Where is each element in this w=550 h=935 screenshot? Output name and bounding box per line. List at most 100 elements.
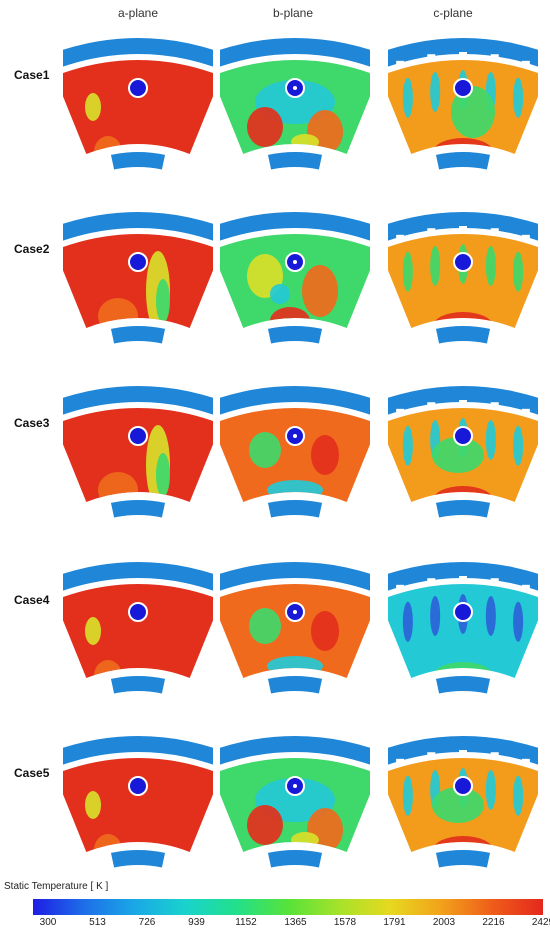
row-label-case3: Case3: [14, 416, 50, 430]
outer-liner: [220, 561, 370, 591]
outer-liner: [63, 211, 213, 241]
cooling-hole: [490, 54, 499, 61]
sector-svg: [388, 211, 538, 344]
contour-plot-5-2: [220, 730, 370, 880]
temperature-zone: [311, 435, 339, 475]
inner-liner: [267, 676, 323, 694]
cooling-hole: [459, 576, 467, 582]
temperature-zone: [302, 265, 338, 317]
cooling-hole: [427, 402, 436, 409]
outer-liner: [63, 37, 213, 67]
contour-plot-1-3: [388, 32, 538, 182]
column-header-a-plane: a-plane: [117, 6, 159, 20]
injector-marker: [128, 78, 148, 98]
temperature-zone: [432, 437, 484, 473]
row-label-case4: Case4: [14, 593, 50, 607]
inner-liner: [267, 850, 323, 868]
contour-plot-1-1: [63, 32, 213, 182]
cooling-hole: [459, 52, 467, 58]
injector-marker: [128, 776, 148, 796]
cooling-hole: [490, 578, 499, 585]
sector-svg: [220, 385, 370, 518]
cooling-jet: [430, 71, 441, 112]
sector-svg: [220, 211, 370, 344]
colorbar-tick-label: 939: [188, 917, 205, 928]
cooling-jet: [402, 251, 413, 292]
row-label-case1: Case1: [14, 68, 50, 82]
cooling-hole: [427, 752, 436, 759]
contour-plot-1-2: [220, 32, 370, 182]
injector-marker: [453, 426, 473, 446]
inner-liner: [110, 326, 166, 344]
cooling-hole: [396, 584, 405, 591]
injector-center: [293, 784, 297, 788]
cooling-hole: [396, 234, 405, 241]
outer-liner: [220, 735, 370, 765]
cooling-jet: [430, 245, 441, 286]
sector-svg: [63, 561, 213, 694]
sector-svg: [220, 561, 370, 694]
contour-plot-2-3: [388, 206, 538, 356]
colorbar-tick-label: 2003: [432, 917, 456, 928]
cooling-jet: [513, 425, 524, 466]
flame-region: [63, 583, 213, 679]
cooling-jet: [485, 769, 496, 810]
cooling-jet: [513, 601, 524, 642]
cooling-hole: [459, 400, 467, 406]
outer-liner: [220, 37, 370, 67]
temperature-zone: [156, 453, 170, 497]
cooling-hole: [490, 228, 499, 235]
sector-svg: [220, 37, 370, 170]
injector-marker: [128, 252, 148, 272]
inner-liner: [267, 326, 323, 344]
cooling-hole: [521, 408, 530, 415]
colorbar-tick-label: 513: [89, 917, 106, 928]
contour-plot-5-1: [63, 730, 213, 880]
contour-plot-3-3: [388, 380, 538, 530]
inner-liner: [267, 152, 323, 170]
cooling-jet: [402, 77, 413, 118]
cooling-hole: [459, 226, 467, 232]
cooling-jet: [402, 601, 413, 642]
cooling-jet: [430, 595, 441, 636]
injector-marker: [453, 602, 473, 622]
cooling-hole: [427, 578, 436, 585]
temperature-zone: [307, 110, 343, 154]
temperature-zone: [249, 608, 281, 644]
flame-region: [63, 59, 213, 155]
inner-liner: [435, 850, 491, 868]
injector-marker: [453, 252, 473, 272]
sector-svg: [388, 561, 538, 694]
colorbar-tick-label: 726: [138, 917, 156, 928]
temperature-zone: [85, 93, 101, 121]
temperature-zone: [291, 134, 319, 150]
cooling-hole: [490, 402, 499, 409]
flame-region: [63, 233, 213, 329]
cooling-hole: [459, 750, 467, 756]
colorbar-tick-label: 1791: [383, 917, 406, 928]
cooling-jet: [485, 245, 496, 286]
temperature-zone: [85, 617, 101, 645]
temperature-zone: [247, 107, 283, 147]
cooling-jet: [485, 595, 496, 636]
inner-liner: [435, 500, 491, 518]
colorbar-tick-label: 1578: [333, 917, 357, 928]
sector-svg: [388, 385, 538, 518]
temperature-zone: [432, 787, 484, 823]
colorbar-tick-label: 2429: [531, 917, 550, 928]
sector-svg: [63, 37, 213, 170]
outer-liner: [220, 385, 370, 415]
temperature-zone: [247, 805, 283, 845]
injector-center: [293, 434, 297, 438]
cooling-hole: [396, 758, 405, 765]
inner-liner: [435, 676, 491, 694]
cooling-jet: [513, 251, 524, 292]
outer-liner: [63, 385, 213, 415]
injector-marker: [453, 78, 473, 98]
sector-svg: [388, 735, 538, 868]
cooling-jet: [513, 775, 524, 816]
row-label-case2: Case2: [14, 242, 50, 256]
sector-svg: [63, 211, 213, 344]
inner-liner: [110, 500, 166, 518]
row-label-case5: Case5: [14, 766, 50, 780]
